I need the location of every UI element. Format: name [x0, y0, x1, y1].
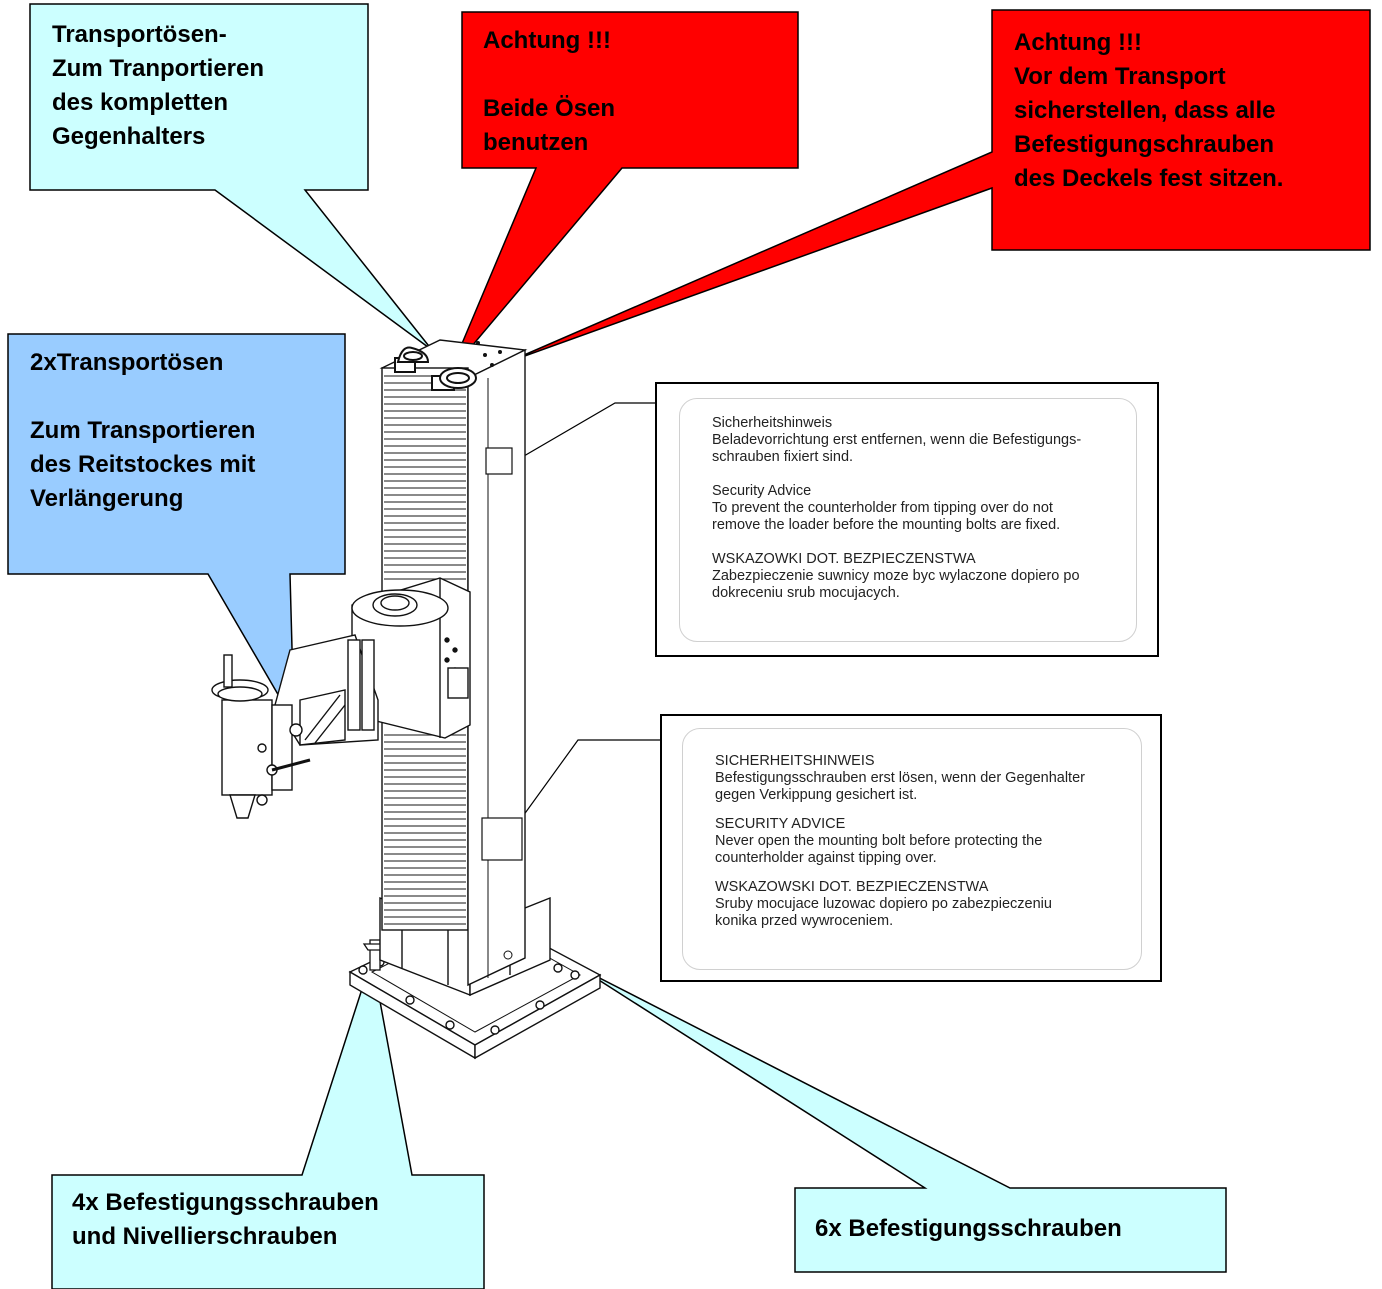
bellows-lower: [384, 734, 466, 925]
column-label-plate-lower: [481, 817, 523, 861]
transport-eye-left: [394, 346, 430, 373]
column-label-plate-upper: [485, 447, 513, 475]
callout-fastening-leveling: 4x Befestigungsschrauben und Nivelliersc…: [72, 1189, 379, 1250]
callout-attention-transport-shape: [507, 9, 1371, 363]
label-lower-en-title: SECURITY ADVICE: [715, 816, 846, 832]
callout-transport-eyes-top-shape: [29, 3, 433, 351]
label-lower-en-text: Never open the mounting bolt before prot…: [715, 833, 1043, 866]
callout-fastening-six: 6x Befestigungsschrauben: [815, 1215, 1122, 1242]
leader-line-lower-label: [509, 739, 660, 835]
label-upper-en-text: To prevent the counterholder from tippin…: [712, 500, 1061, 533]
leader-line-upper-label: [499, 402, 655, 471]
label-lower-de-text: Befestigungsschrauben erst lösen, wenn d…: [715, 770, 1085, 803]
column-bolt: [503, 950, 513, 960]
callout-fastening-six-shape: [579, 967, 1227, 1273]
callout-transport-eyes-tailstock: 2xTransportösen Zum Transportieren des R…: [30, 349, 256, 512]
tailstock-head: [211, 654, 311, 819]
cover-screws: [476, 341, 502, 367]
label-upper-de-title: Sicherheitshinweis: [712, 415, 833, 431]
label-lower-pl-text: Sruby mocujace luzowac dopiero po zabezp…: [715, 896, 1052, 929]
label-upper-pl-title: WSKAZOWKI DOT. BEZPIECZENSTWA: [712, 551, 976, 567]
callout-attention-eyes-shape: [449, 11, 799, 373]
callout-attention-eyes: Achtung !!! Beide Ösen benutzen: [483, 27, 616, 156]
safety-label-lower: SICHERHEITSHINWEIS Befestigungsschrauben…: [660, 714, 1162, 982]
tailstock-extension: [274, 634, 379, 746]
tailstock-carriage: [351, 577, 471, 739]
label-lower-de-title: SICHERHEITSHINWEIS: [715, 753, 875, 769]
label-upper-pl-text: Zabezpieczenie suwnicy moze byc wylaczon…: [712, 568, 1080, 601]
label-upper-de-text: Beladevorrichtung erst entfernen, wenn d…: [712, 432, 1082, 465]
callout-transport-eyes-tailstock-shape: [7, 333, 346, 723]
label-lower-pl-title: WSKAZOWSKI DOT. BEZPIECZENSTWA: [715, 879, 989, 895]
safety-label-upper-inner: Sicherheitshinweis Beladevorrichtung ers…: [679, 398, 1137, 642]
callout-attention-transport: Achtung !!! Vor dem Transport sicherstel…: [1014, 29, 1284, 192]
callout-transport-eyes-top: Transportösen- Zum Tranportieren des kom…: [52, 21, 265, 150]
label-upper-en-title: Security Advice: [712, 483, 812, 499]
safety-label-upper: Sicherheitshinweis Beladevorrichtung ers…: [655, 382, 1159, 657]
transport-eye-right: [431, 367, 477, 391]
safety-label-lower-inner: SICHERHEITSHINWEIS Befestigungsschrauben…: [682, 728, 1142, 970]
callout-fastening-leveling-shape: [51, 957, 485, 1289]
